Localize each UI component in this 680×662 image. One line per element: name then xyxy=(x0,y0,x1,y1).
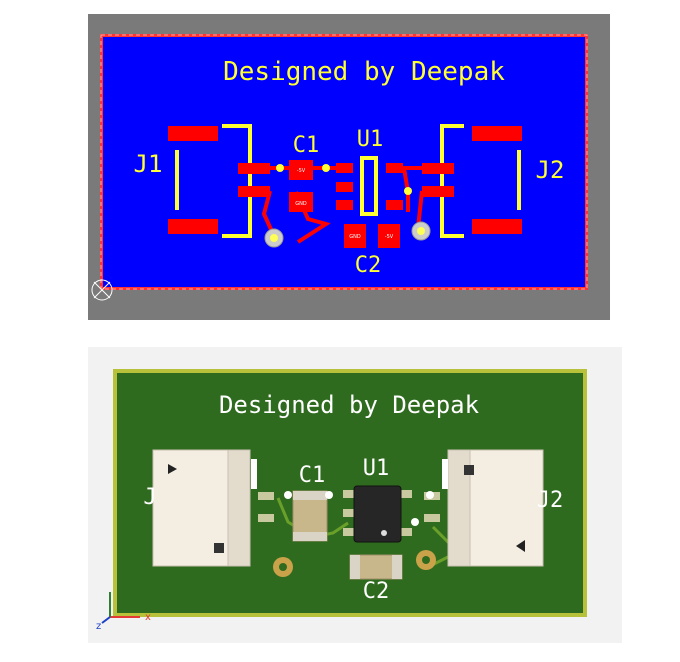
j2-mount-pad-top xyxy=(472,126,522,141)
c2-pad-right xyxy=(378,224,400,248)
j1-pin2-pad xyxy=(238,186,270,197)
refdes-j2: J2 xyxy=(536,156,565,184)
c1-pad-bottom-net: GND xyxy=(295,201,307,207)
via-left-hole xyxy=(279,563,287,571)
junction-dot xyxy=(284,491,292,499)
refdes-c1: C1 xyxy=(299,463,326,488)
junction-dot xyxy=(322,164,330,172)
j1-silk-outline xyxy=(222,124,252,238)
j1-mount-pad-bottom xyxy=(168,219,218,234)
pcb-2d-canvas: Designed by Deepak J1 J2 -5V GND C1 xyxy=(91,34,588,301)
c2-pad-left-net: GND xyxy=(349,234,361,240)
u1-silk-body xyxy=(360,156,378,216)
trace-j2-pin1 xyxy=(401,166,422,212)
refdes-c2: C2 xyxy=(355,253,382,278)
c2-pad-right-net: -5V xyxy=(385,234,394,240)
silkscreen-title: Designed by Deepak xyxy=(223,57,505,87)
pcb-2d-view: Designed by Deepak J1 J2 -5V GND C1 xyxy=(88,14,610,320)
junction-dot xyxy=(276,164,284,172)
u1-pad-4 xyxy=(386,163,403,173)
u1-pad-5 xyxy=(386,200,403,210)
u1-component-3d xyxy=(343,485,412,543)
u1-pad-1 xyxy=(336,163,353,173)
refdes-u1: U1 xyxy=(363,456,390,481)
c1-component-3d xyxy=(292,490,328,542)
refdes-u1: U1 xyxy=(357,127,384,152)
c2-pad-left xyxy=(344,224,366,248)
via-right-hole xyxy=(417,227,425,235)
j1-connector-3d xyxy=(152,449,274,567)
j2-silk-outline xyxy=(440,124,464,238)
junction-dot xyxy=(426,491,434,499)
silkscreen-title: Designed by Deepak xyxy=(219,391,480,419)
j1-pin1-pad xyxy=(238,163,270,174)
axis-x-label: x xyxy=(145,612,151,623)
c1-pad-top xyxy=(289,160,313,180)
via-right-hole xyxy=(422,556,430,564)
refdes-j1: J xyxy=(143,485,156,510)
refdes-c2: C2 xyxy=(363,579,390,604)
j2-pin2-pad xyxy=(422,186,454,197)
u1-pad-2 xyxy=(336,182,353,192)
j2-mount-pad-bottom xyxy=(472,219,522,234)
pcb-3d-canvas: Designed by Deepak J J2 xyxy=(96,369,587,632)
origin-marker-icon xyxy=(91,279,113,301)
c1-pad-top-net: -5V xyxy=(297,168,306,174)
c2-component-3d xyxy=(349,554,403,580)
j2-connector-3d xyxy=(424,449,544,567)
refdes-c1: C1 xyxy=(293,133,320,158)
refdes-j1: J1 xyxy=(134,150,163,178)
j2-pin1-pad xyxy=(422,163,454,174)
axis-z-label: z xyxy=(96,621,101,632)
trace-j1-gnd-via xyxy=(261,190,276,237)
axis-triad-icon xyxy=(101,592,140,624)
c1-pad-bottom xyxy=(289,192,313,212)
u1-pad-3 xyxy=(336,200,353,210)
j1-mount-pad-top xyxy=(168,126,218,141)
refdes-j2: J2 xyxy=(537,488,564,513)
junction-dot xyxy=(325,491,333,499)
via-left-hole xyxy=(270,234,278,242)
pcb-3d-view: Designed by Deepak J J2 xyxy=(88,347,622,643)
junction-dot xyxy=(411,518,419,526)
keepout-line xyxy=(100,34,588,290)
junction-dot xyxy=(404,187,412,195)
